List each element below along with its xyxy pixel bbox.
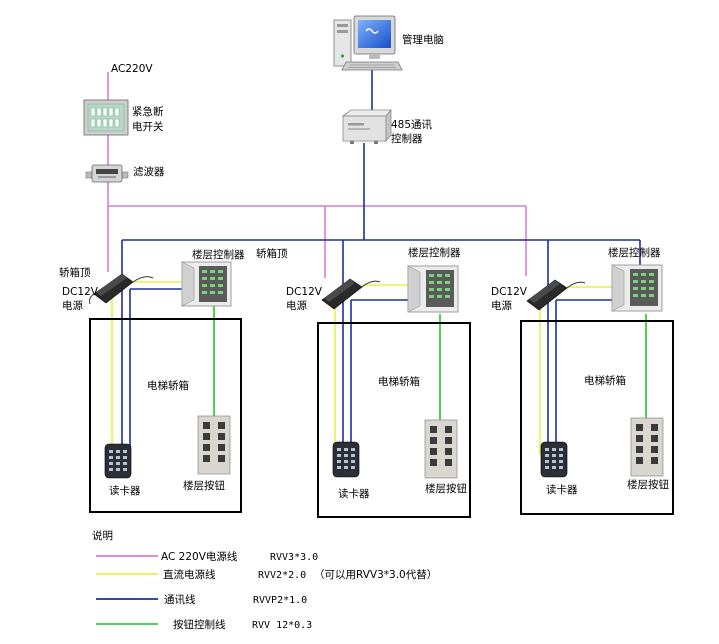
rs485-label-line1: 485通讯 xyxy=(391,118,433,131)
legend-item-comm-name: 通讯线 xyxy=(164,593,196,606)
legend-item-comm-spec: RVVP2*1.0 xyxy=(253,595,307,606)
floor-controller-label-2: 楼层控制器 xyxy=(408,246,461,259)
legend-item-button-name: 按钮控制线 xyxy=(173,618,226,631)
emergency-switch-label-line2: 电开关 xyxy=(132,120,164,133)
elevator-car-label-1: 电梯轿箱 xyxy=(147,379,189,392)
card-reader-3 xyxy=(540,441,568,478)
card-reader-label-1: 读卡器 xyxy=(109,484,141,497)
elevator-car-label-2: 电梯轿箱 xyxy=(378,375,420,388)
legend-item-button-spec: RVV 12*0.3 xyxy=(252,620,312,631)
elevator-car-label-3: 电梯轿箱 xyxy=(584,374,626,387)
car-top-label-2: 轿箱顶 xyxy=(256,247,288,260)
dc12v-label-3-line2: 电源 xyxy=(491,299,512,312)
button-control-lines xyxy=(213,305,647,420)
dc12v-power-supply-3 xyxy=(526,279,586,311)
card-reader-label-2: 读卡器 xyxy=(338,487,370,500)
emergency-power-switch xyxy=(83,99,129,136)
ac220v-power-lines xyxy=(107,72,527,278)
legend-item-dc-spec: RVV2*2.0 xyxy=(258,570,306,581)
legend-item-dc-note: （可以用RVV3*3.0代替） xyxy=(314,568,437,581)
legend-title: 说明 xyxy=(92,529,113,542)
dc12v-label-1-line1: DC12V xyxy=(62,286,99,298)
floor-controller-3 xyxy=(611,264,663,312)
dc12v-power-supply-2 xyxy=(321,278,381,310)
legend-item-ac-spec: RVV3*3.0 xyxy=(270,552,318,563)
card-reader-1 xyxy=(104,443,132,479)
communication-lines xyxy=(121,70,641,455)
floor-controller-label-1: 楼层控制器 xyxy=(192,248,245,261)
dc12v-label-2-line2: 电源 xyxy=(286,299,307,312)
dc12v-label-3-line1: DC12V xyxy=(491,286,528,298)
dc-power-lines xyxy=(111,281,612,455)
management-computer xyxy=(333,15,403,71)
floor-button-panel-2 xyxy=(424,419,458,479)
floor-controller-1 xyxy=(181,261,232,307)
computer-label: 管理电脑 xyxy=(402,33,444,46)
car-top-label-1: 轿箱顶 xyxy=(59,266,91,279)
filter-label: 滤波器 xyxy=(133,165,165,178)
floor-button-label-1: 楼层按钮 xyxy=(183,479,225,492)
elevator-car-2 xyxy=(317,322,471,518)
power-filter xyxy=(85,164,129,183)
card-reader-2 xyxy=(332,441,360,478)
ac220v-label: AC220V xyxy=(111,63,153,75)
dc12v-label-2-line1: DC12V xyxy=(286,286,323,298)
floor-controller-2 xyxy=(407,265,459,313)
floor-button-panel-3 xyxy=(630,417,664,477)
dc12v-label-1-line2: 电源 xyxy=(62,299,83,312)
rs485-label-line2: 控制器 xyxy=(391,132,423,145)
rs485-controller xyxy=(341,108,392,144)
floor-button-label-2: 楼层按钮 xyxy=(425,482,467,495)
legend-item-dc-name: 直流电源线 xyxy=(163,568,216,581)
floor-button-label-3: 楼层按钮 xyxy=(627,478,669,491)
card-reader-label-3: 读卡器 xyxy=(546,483,578,496)
legend-item-ac-name: AC 220V电源线 xyxy=(161,550,238,563)
elevator-car-1 xyxy=(89,318,242,513)
floor-button-panel-1 xyxy=(197,415,231,475)
dc12v-power-supply-1 xyxy=(89,273,154,305)
floor-controller-label-3: 楼层控制器 xyxy=(608,246,661,259)
elevator-car-3 xyxy=(520,320,674,515)
legend: 说明 AC 220V电源线 RVV3*3.0 直流电源线 RVV2*2.0 （可… xyxy=(92,529,437,631)
emergency-switch-label-line1: 紧急断 xyxy=(132,105,164,118)
